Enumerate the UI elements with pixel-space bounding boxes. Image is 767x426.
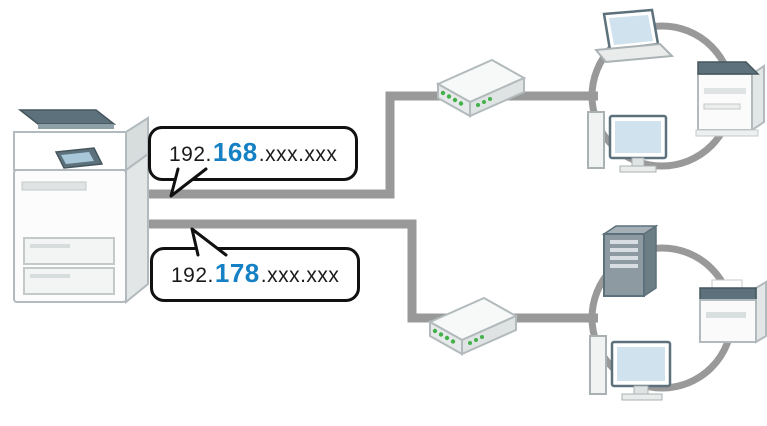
monitor-base-2 xyxy=(621,393,663,401)
monitor-base-1 xyxy=(619,165,657,173)
laptop-icon xyxy=(594,8,675,64)
printer2-side xyxy=(755,280,767,344)
drawer-handle-2 xyxy=(30,274,70,278)
control-panel-screen xyxy=(61,152,94,164)
printer2-top xyxy=(699,287,757,301)
ip-suffix: .xxx.xxx xyxy=(258,143,338,166)
copier-icon xyxy=(695,61,765,137)
copier-side xyxy=(751,64,765,132)
copier-body xyxy=(697,73,753,131)
monitor-screen-1 xyxy=(615,121,661,153)
laptop-base xyxy=(594,42,675,64)
server-slat-1 xyxy=(610,240,638,244)
desktop-computer-2-icon xyxy=(589,335,672,401)
ip-label-network-2: 192.178.xxx.xxx xyxy=(150,247,361,302)
server-icon xyxy=(601,224,659,298)
ip-prefix: 192. xyxy=(169,143,212,166)
server-slat-3 xyxy=(610,256,638,260)
multifunction-printer-icon xyxy=(13,109,149,305)
ip-suffix: .xxx.xxx xyxy=(260,264,340,287)
bubble-tail-2 xyxy=(190,227,228,257)
printer2-body xyxy=(699,299,757,343)
server-slat-4 xyxy=(610,264,638,268)
printer-side-panel xyxy=(125,152,149,305)
monitor-stand-1 xyxy=(631,157,645,167)
network-switch-1-icon xyxy=(437,59,525,117)
output-slot xyxy=(21,181,87,191)
ip-highlight: 178 xyxy=(214,258,260,288)
paper-drawer-2 xyxy=(23,267,115,295)
desktop-computer-1-icon xyxy=(587,111,668,173)
ip-highlight: 168 xyxy=(212,137,258,167)
feeder-edge xyxy=(38,124,114,129)
bubble-tail-1 xyxy=(169,167,208,198)
desktop-tower-1 xyxy=(587,111,605,169)
copier-tray xyxy=(703,103,741,110)
drawer-handle-1 xyxy=(30,244,70,248)
copier-lid xyxy=(697,61,760,75)
copier-base xyxy=(695,129,759,137)
document-feeder-lid xyxy=(17,109,117,125)
printer2-tray xyxy=(706,312,746,318)
ip-label-network-1: 192.168.xxx.xxx xyxy=(148,126,359,181)
monitor-screen-2 xyxy=(617,347,665,381)
network-switch-2-icon xyxy=(429,297,517,355)
server-side xyxy=(643,224,657,298)
copier-output xyxy=(704,88,746,94)
laptop-screen xyxy=(609,15,653,45)
monitor-stand-2 xyxy=(633,385,649,395)
paper-drawer-1 xyxy=(23,237,115,265)
printer-icon xyxy=(699,279,767,344)
desktop-tower-2 xyxy=(589,335,607,395)
server-slat-2 xyxy=(610,248,638,252)
ip-prefix: 192. xyxy=(171,264,214,287)
